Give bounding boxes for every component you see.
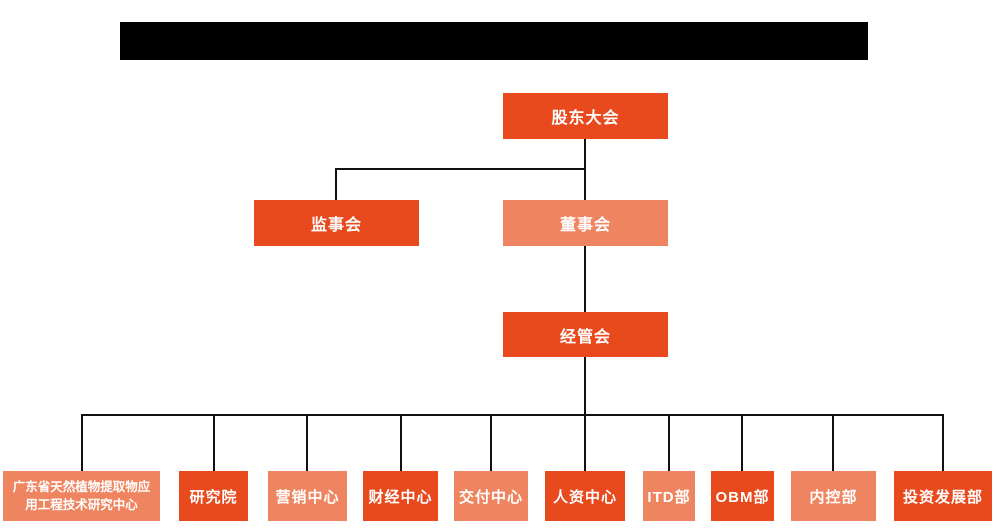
connector-drop-dept-3 <box>400 414 402 471</box>
org-node-dept-marketing-center: 营销中心 <box>268 471 347 521</box>
org-node-management-committee: 经管会 <box>503 312 668 357</box>
connector-drop-dept-5 <box>584 414 586 471</box>
org-node-board-of-directors: 董事会 <box>503 200 668 246</box>
org-node-dept-investment-development: 投资发展部 <box>894 471 992 521</box>
connector-drop-dept-6 <box>668 414 670 471</box>
org-node-supervisory-board: 监事会 <box>254 200 419 246</box>
org-node-dept-hr-center: 人资中心 <box>545 471 625 521</box>
connector-drop-dept-8 <box>832 414 834 471</box>
connector-board-to-management <box>584 246 586 312</box>
org-node-dept-research-center: 广东省天然植物提取物应用工程技术研究中心 <box>3 471 160 521</box>
connector-drop-dept-7 <box>741 414 743 471</box>
connector-management-down <box>584 357 586 415</box>
org-node-dept-delivery-center: 交付中心 <box>454 471 528 521</box>
connector-drop-dept-0 <box>81 414 83 471</box>
connector-branch1-horizontal <box>335 168 586 170</box>
connector-branch2-horizontal <box>81 414 943 416</box>
connector-supervisory-down <box>335 168 337 200</box>
title-bar-redacted <box>120 22 868 60</box>
connector-drop-dept-2 <box>306 414 308 471</box>
org-node-dept-finance-center: 财经中心 <box>363 471 438 521</box>
org-node-dept-itd: ITD部 <box>643 471 695 521</box>
connector-drop-dept-4 <box>490 414 492 471</box>
org-node-dept-internal-control: 内控部 <box>791 471 876 521</box>
connector-drop-dept-9 <box>942 414 944 471</box>
org-node-dept-research-institute: 研究院 <box>179 471 248 521</box>
connector-drop-dept-1 <box>213 414 215 471</box>
org-node-dept-obm: OBM部 <box>711 471 774 521</box>
org-node-shareholders-meeting: 股东大会 <box>503 93 668 139</box>
